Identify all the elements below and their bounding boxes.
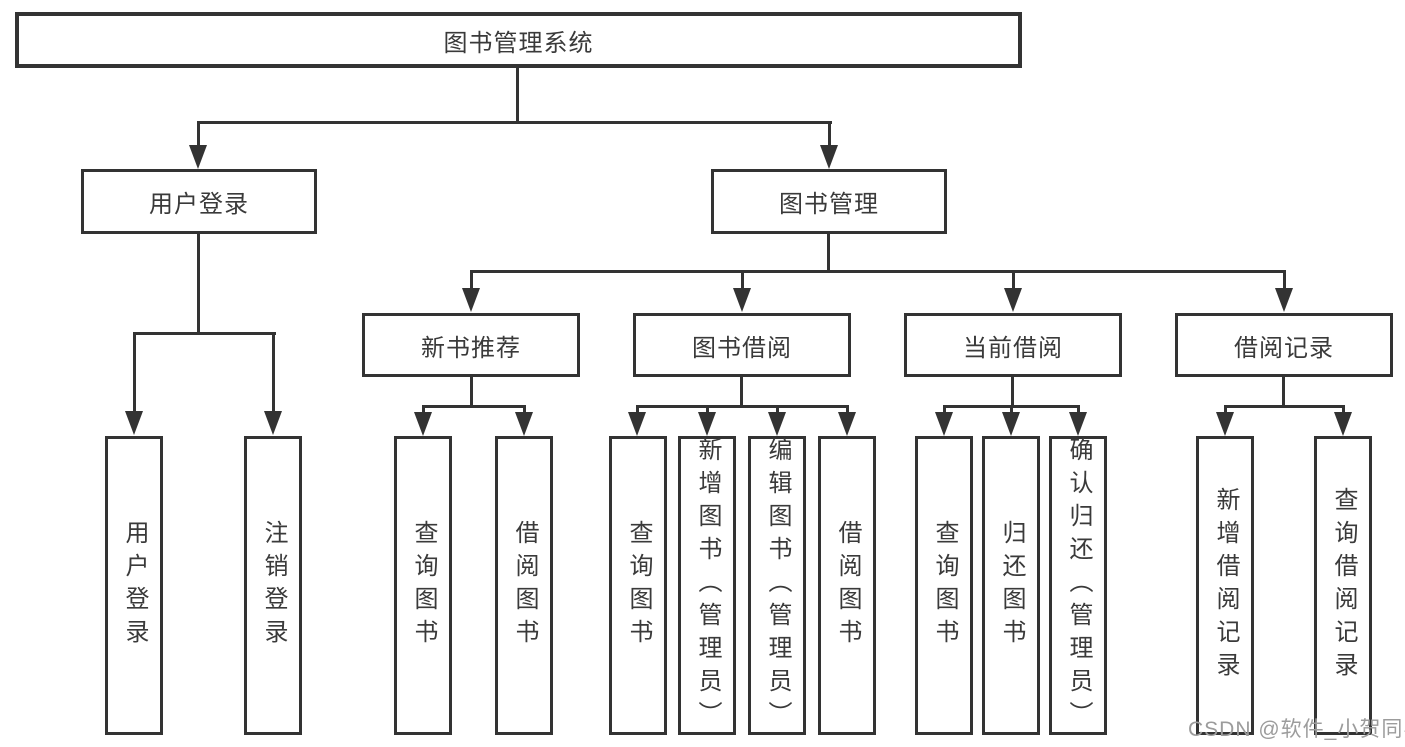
node-new-book-recommend-label: 新书推荐 xyxy=(421,334,521,362)
arrow-down-icon xyxy=(698,412,716,436)
node-current-borrowing: 当前借阅 xyxy=(904,313,1122,377)
arrow-down-icon xyxy=(1069,412,1087,436)
node-new-book-recommend: 新书推荐 xyxy=(362,313,580,377)
connector-borrow-rail xyxy=(636,405,849,408)
leaf-user-login: 用户登录 xyxy=(105,436,163,735)
connector-rec-leaf2 xyxy=(523,405,526,415)
leaf-logout: 注销登录 xyxy=(244,436,302,735)
arrow-down-icon xyxy=(820,145,838,169)
node-library-management-system: 图书管理系统 xyxy=(15,12,1022,68)
leaf-records-query-record-label: 查询借阅记录 xyxy=(1330,486,1357,685)
leaf-rec-borrow-books: 借阅图书 xyxy=(495,436,553,735)
leaf-borrow-query-books-label: 查询图书 xyxy=(625,519,652,652)
arrow-down-icon xyxy=(1334,412,1352,436)
leaf-borrow-edit-books-admin-label: 编辑图书（管理员） xyxy=(764,437,791,734)
connector-records-stem xyxy=(1282,377,1285,407)
arrow-down-icon xyxy=(462,288,480,312)
connector-login-to-logout-leaf xyxy=(272,332,275,414)
leaf-rec-query-books: 查询图书 xyxy=(394,436,452,735)
arrow-down-icon xyxy=(1216,412,1234,436)
connector-borrow-leaf1 xyxy=(636,405,639,415)
arrow-down-icon xyxy=(768,412,786,436)
leaf-records-query-record: 查询借阅记录 xyxy=(1314,436,1372,735)
leaf-borrow-borrow-books-label: 借阅图书 xyxy=(834,519,861,652)
connector-mgmt-rail xyxy=(470,270,1286,273)
csdn-watermark: CSDN @软件_小贺同学 xyxy=(1188,718,1405,741)
arrow-down-icon xyxy=(264,411,282,435)
leaf-logout-label: 注销登录 xyxy=(260,519,287,652)
node-user-login: 用户登录 xyxy=(81,169,317,234)
leaf-borrow-edit-books-admin: 编辑图书（管理员） xyxy=(748,436,806,735)
connector-mgmt-to-new-rec xyxy=(470,270,473,292)
connector-records-leaf2 xyxy=(1342,405,1345,415)
leaf-rec-query-books-label: 查询图书 xyxy=(410,519,437,652)
arrow-down-icon xyxy=(1275,288,1293,312)
arrow-down-icon xyxy=(1004,288,1022,312)
connector-mgmt-to-borrow xyxy=(741,270,744,292)
leaf-current-query-books-label: 查询图书 xyxy=(931,519,958,652)
leaf-current-confirm-return-admin: 确认归还（管理员） xyxy=(1049,436,1107,735)
leaf-borrow-add-books-admin: 新增图书（管理员） xyxy=(678,436,736,735)
connector-current-leaf2 xyxy=(1010,405,1013,415)
connector-mgmt-to-current xyxy=(1012,270,1015,292)
leaf-borrow-add-books-admin-label: 新增图书（管理员） xyxy=(694,437,721,734)
connector-root-rail xyxy=(197,121,832,124)
connector-rec-stem xyxy=(470,377,473,407)
leaf-current-return-books: 归还图书 xyxy=(982,436,1040,735)
arrow-down-icon xyxy=(628,412,646,436)
leaf-current-query-books: 查询图书 xyxy=(915,436,973,735)
arrow-down-icon xyxy=(935,412,953,436)
arrow-down-icon xyxy=(733,288,751,312)
leaf-current-confirm-return-admin-label: 确认归还（管理员） xyxy=(1065,437,1092,734)
arrow-down-icon xyxy=(189,145,207,169)
leaf-records-add-record-label: 新增借阅记录 xyxy=(1212,486,1239,685)
leaf-rec-borrow-books-label: 借阅图书 xyxy=(511,519,538,652)
connector-rec-rail xyxy=(422,405,526,408)
connector-rec-leaf1 xyxy=(422,405,425,415)
leaf-current-return-books-label: 归还图书 xyxy=(998,519,1025,652)
connector-records-leaf1 xyxy=(1224,405,1227,415)
connector-root-to-book-mgmt xyxy=(828,121,831,149)
connector-borrow-leaf4 xyxy=(846,405,849,415)
leaf-records-add-record: 新增借阅记录 xyxy=(1196,436,1254,735)
node-book-borrowing: 图书借阅 xyxy=(633,313,851,377)
node-book-borrowing-label: 图书借阅 xyxy=(692,334,792,362)
leaf-borrow-borrow-books: 借阅图书 xyxy=(818,436,876,735)
leaf-borrow-query-books: 查询图书 xyxy=(609,436,667,735)
connector-borrow-leaf3 xyxy=(776,405,779,415)
node-user-login-label: 用户登录 xyxy=(149,191,249,218)
connector-login-rail xyxy=(133,332,276,335)
node-current-borrowing-label: 当前借阅 xyxy=(963,334,1063,362)
arrow-down-icon xyxy=(125,411,143,435)
connector-borrow-stem xyxy=(740,377,743,407)
arrow-down-icon xyxy=(1002,412,1020,436)
node-book-management-label: 图书管理 xyxy=(779,191,879,218)
arrow-down-icon xyxy=(515,412,533,436)
connector-login-to-login-leaf xyxy=(133,332,136,414)
node-borrowing-records: 借阅记录 xyxy=(1175,313,1393,377)
leaf-user-login-label: 用户登录 xyxy=(121,519,148,652)
node-borrowing-records-label: 借阅记录 xyxy=(1234,334,1334,362)
connector-mgmt-to-records xyxy=(1283,270,1286,292)
arrow-down-icon xyxy=(838,412,856,436)
connector-login-stem xyxy=(197,234,200,335)
connector-mgmt-stem xyxy=(827,234,830,273)
connector-current-leaf3 xyxy=(1077,405,1080,415)
connector-borrow-leaf2 xyxy=(706,405,709,415)
connector-root-to-user-login xyxy=(197,121,200,149)
connector-records-rail xyxy=(1224,405,1344,408)
connector-current-leaf1 xyxy=(943,405,946,415)
connector-root-stem xyxy=(516,68,519,124)
node-book-management: 图书管理 xyxy=(711,169,947,234)
connector-current-stem xyxy=(1011,377,1014,407)
node-library-management-system-label: 图书管理系统 xyxy=(443,29,594,57)
arrow-down-icon xyxy=(414,412,432,436)
